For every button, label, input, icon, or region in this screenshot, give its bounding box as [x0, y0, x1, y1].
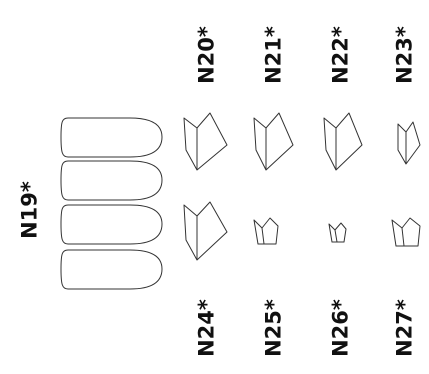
leaf-n23 [398, 122, 420, 164]
n19-plate-1 [61, 118, 162, 157]
n19-plates [61, 118, 162, 289]
n19-plate-3 [61, 205, 162, 244]
leaf-n27 [392, 218, 420, 246]
label-n25: N25* [264, 299, 285, 357]
leaf-n26 [329, 223, 346, 242]
leaf-n20 [184, 113, 227, 170]
leaf-n24 [184, 202, 227, 260]
label-n26: N26* [331, 299, 352, 357]
leaf-n25 [254, 218, 278, 244]
label-n20: N20* [197, 26, 218, 84]
n19-plate-4 [61, 250, 162, 289]
label-n22: N22* [331, 26, 352, 84]
label-n19: N19* [20, 181, 41, 239]
label-n27: N27* [395, 299, 416, 357]
n19-plate-2 [61, 161, 162, 200]
label-n24: N24* [197, 299, 218, 357]
leaf-n22 [324, 113, 362, 170]
leaf-n21 [254, 113, 293, 170]
label-n23: N23* [395, 26, 416, 84]
label-n21: N21* [264, 26, 285, 84]
